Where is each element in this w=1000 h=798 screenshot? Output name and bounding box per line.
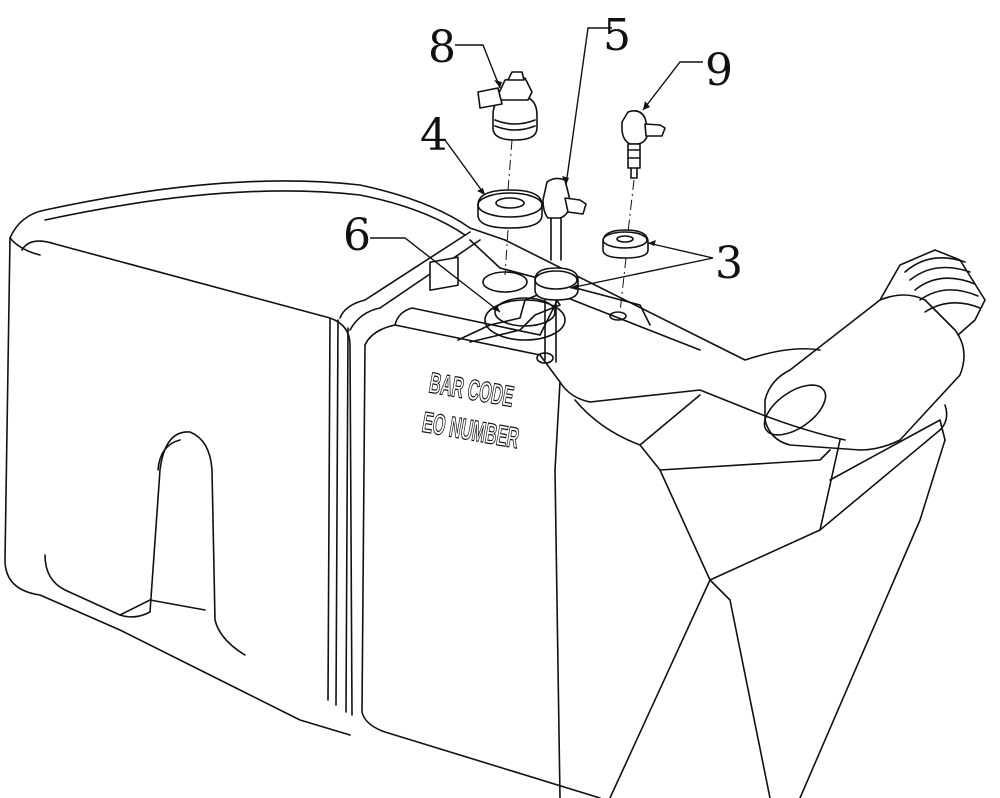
fuel-tank-body [4, 180, 948, 798]
callout-6: 6 [343, 210, 371, 261]
part-3-grommet [602, 229, 649, 259]
part-9-elbow-fitting [621, 110, 666, 179]
callout-9: 9 [705, 45, 733, 96]
callout-8: 8 [428, 22, 456, 73]
eo-number-marking: EO NUMBER [420, 406, 522, 455]
assembly-centerlines [504, 139, 635, 313]
callout-3: 3 [715, 238, 743, 289]
bar-code-marking: BAR CODE [427, 366, 516, 412]
filler-neck [763, 249, 986, 451]
part-5-elbow-dip-tube [534, 177, 587, 363]
callout-5: 5 [603, 10, 631, 61]
tank-stencil-markings: BAR CODE EO NUMBER [420, 366, 523, 455]
callout-4: 4 [420, 110, 448, 161]
leader-lines [370, 27, 714, 313]
part-4-grommet [477, 189, 543, 229]
part-8-shutoff-valve [477, 71, 538, 141]
